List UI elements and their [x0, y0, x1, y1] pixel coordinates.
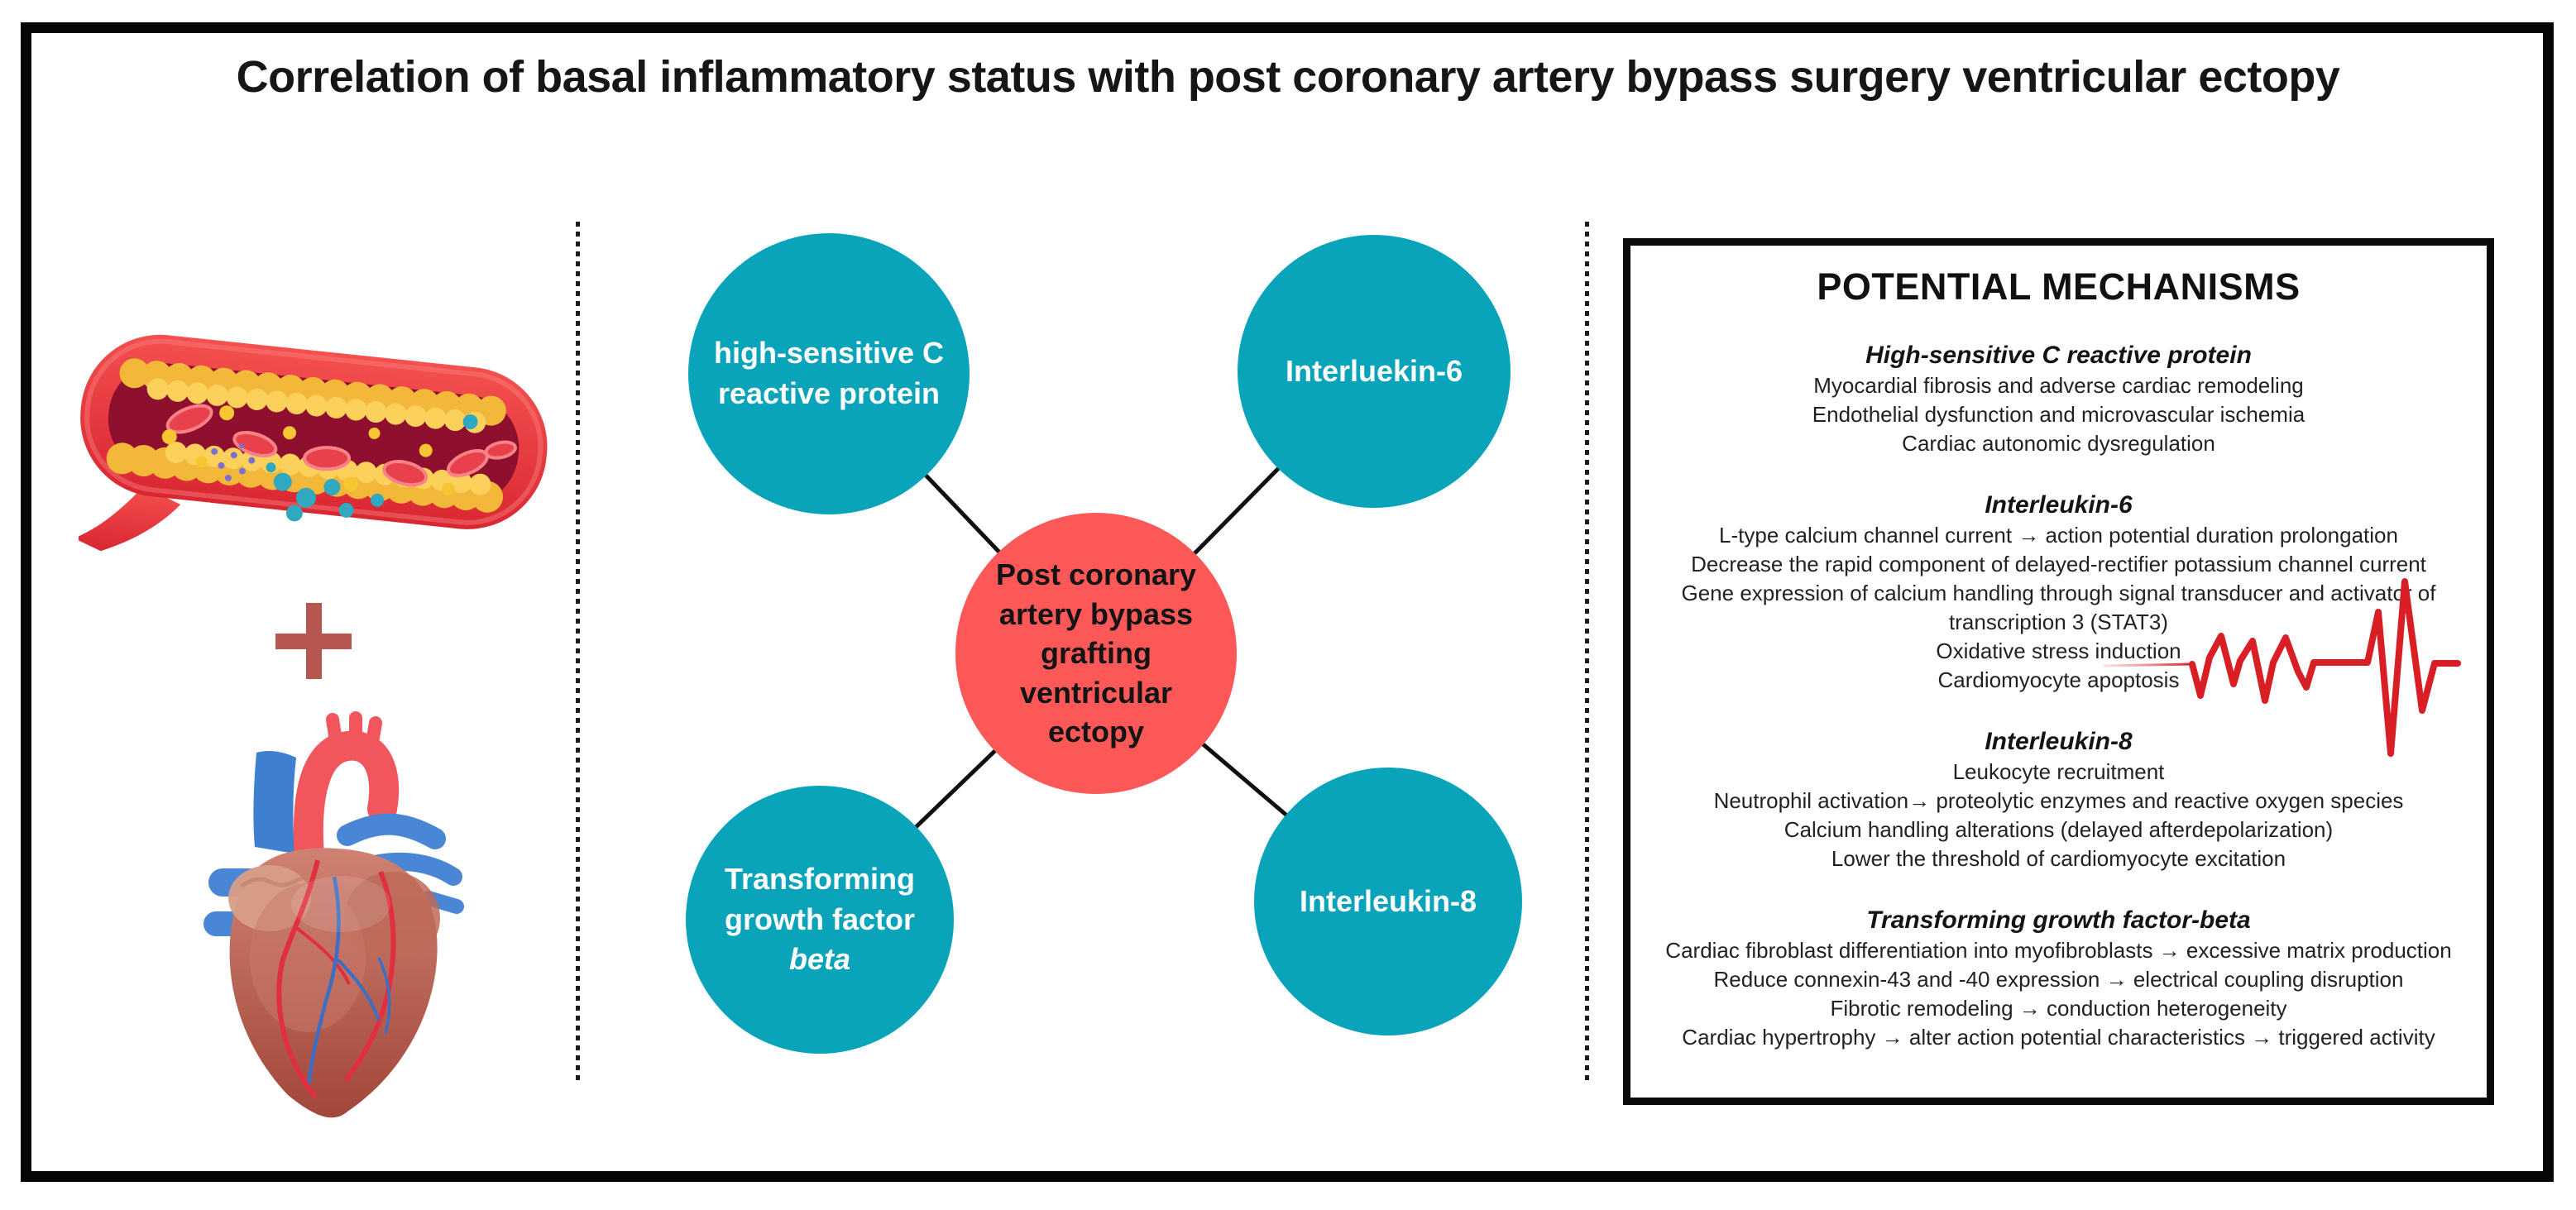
mechanism-section-hscrp: High-sensitive C reactive protein Myocar…: [1630, 340, 2487, 458]
figure-title: Correlation of basal inflammatory status…: [236, 52, 2340, 102]
mechanisms-title: POTENTIAL MECHANISMS: [1817, 265, 2301, 308]
section-heading: Transforming growth factor-beta: [1866, 906, 2251, 934]
node-interleukin-6: Interluekin-6: [1238, 235, 1511, 508]
dotted-separator-right: [1585, 222, 1589, 1082]
mechanism-section-tgf: Transforming growth factor-beta Cardiac …: [1630, 905, 2487, 1052]
section-lines: Myocardial fibrosis and adverse cardiac …: [1812, 373, 2305, 456]
section-lines: Cardiac fibroblast differentiation into …: [1665, 938, 2452, 1050]
dotted-separator-left: [576, 222, 580, 1085]
node-interleukin-6-label: Interluekin-6: [1285, 353, 1463, 388]
mechanism-section-il6: Interleukin-6 L-type calcium channel cur…: [1630, 490, 2487, 695]
heart-illustration: [203, 711, 464, 1118]
section-heading: Interleukin-6: [1985, 491, 2133, 519]
atherosclerosis-vessel-illustration: [79, 334, 548, 552]
section-lines: L-type calcium channel current → action …: [1681, 523, 2436, 692]
section-heading: Interleukin-8: [1985, 728, 2133, 755]
section-heading: High-sensitive C reactive protein: [1865, 342, 2252, 369]
potential-mechanisms-box: POTENTIAL MECHANISMS High-sensitive C re…: [1623, 238, 2494, 1105]
node-interleukin-8: Interleukin-8: [1254, 768, 1522, 1035]
node-interleukin-8-label: Interleukin-8: [1299, 883, 1477, 918]
plus-icon: [275, 603, 352, 679]
